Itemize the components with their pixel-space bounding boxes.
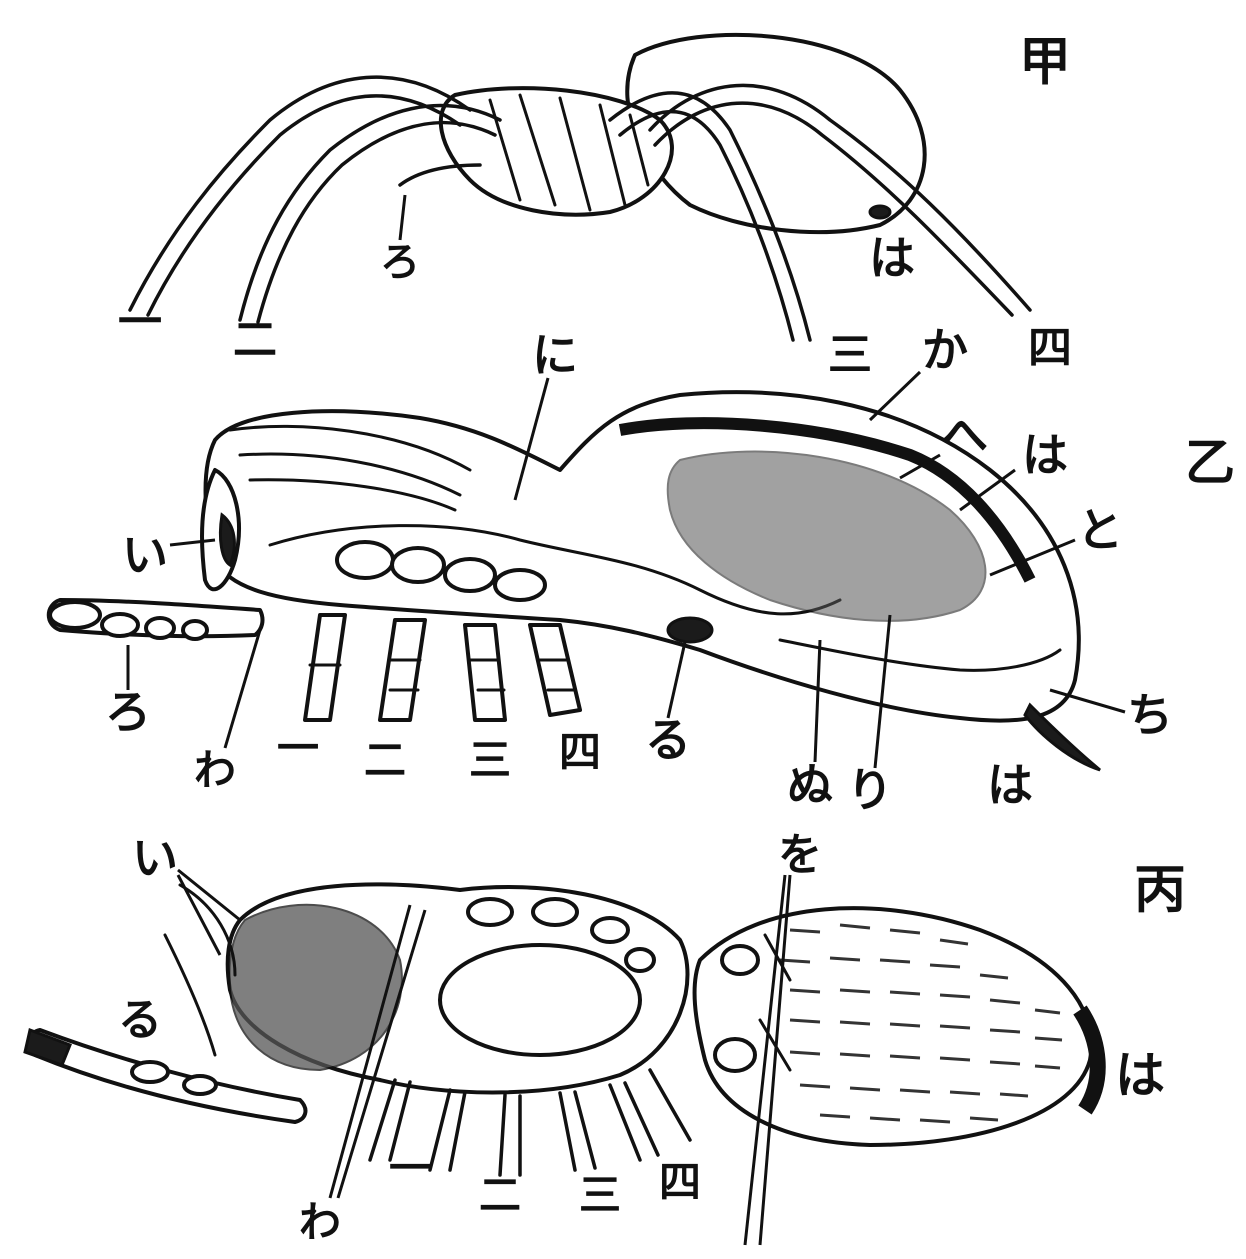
figure-c-label-i: い bbox=[132, 831, 178, 885]
figure-b-label-ni: に bbox=[532, 328, 578, 382]
figure-c-label-leg1: 一 bbox=[389, 1144, 431, 1193]
figure-c-label-wa: わ bbox=[299, 1198, 341, 1247]
figure-b-label-ha: は bbox=[1022, 428, 1068, 482]
figure-b-label-i: い bbox=[122, 528, 168, 582]
figure-b-label-wa: わ bbox=[194, 746, 236, 795]
figure-b-label-he: へ bbox=[942, 408, 988, 462]
figure-b-label-ha2: は bbox=[987, 758, 1033, 812]
figure-a-label-leg1: 一 bbox=[118, 297, 162, 348]
figure-b-label-ri: り bbox=[847, 763, 893, 817]
figure-b-label-ka: か bbox=[922, 323, 968, 377]
figure-b-label-leg2: 二 bbox=[364, 736, 406, 785]
figure-a-label-leg3: 三 bbox=[828, 330, 872, 381]
figure-b-label-nu: ぬ bbox=[787, 758, 833, 812]
figure-a-label-ha: は bbox=[869, 231, 915, 285]
figure-a-label-ro: ろ bbox=[380, 239, 420, 286]
figure-c-panel-label: 丙 bbox=[1134, 860, 1186, 921]
figure-c-label-wo: を bbox=[778, 830, 822, 881]
figure-a-label-leg4: 四 bbox=[1028, 323, 1072, 374]
figure-a-label-leg2: 二 bbox=[233, 315, 277, 366]
figure-b-label-leg1: 一 bbox=[277, 724, 319, 773]
figure-c-label-ha: は bbox=[1115, 1046, 1165, 1105]
figure-c-label-ru: る bbox=[118, 995, 162, 1046]
figure-b-label-leg3: 三 bbox=[469, 736, 511, 785]
figure-b-label-ro: ろ bbox=[105, 685, 151, 739]
figure-c-label-leg2: 二 bbox=[479, 1171, 521, 1220]
figure-c-label-leg4: 四 bbox=[659, 1158, 701, 1207]
figure-b-panel-label: 乙 bbox=[1185, 433, 1235, 492]
figure-a-panel-label: 甲 bbox=[1019, 32, 1071, 93]
figure-b-label-ru: る bbox=[645, 713, 691, 767]
figure-b-label-to: と bbox=[1077, 503, 1123, 557]
figure-b-label-chi: ち bbox=[1127, 688, 1173, 742]
figure-c-label-leg3: 三 bbox=[579, 1171, 621, 1220]
figure-b-label-leg4: 四 bbox=[559, 728, 601, 777]
figure-c-spider-illustration bbox=[25, 884, 1098, 1175]
figure-a-spider-illustration bbox=[130, 35, 1030, 340]
